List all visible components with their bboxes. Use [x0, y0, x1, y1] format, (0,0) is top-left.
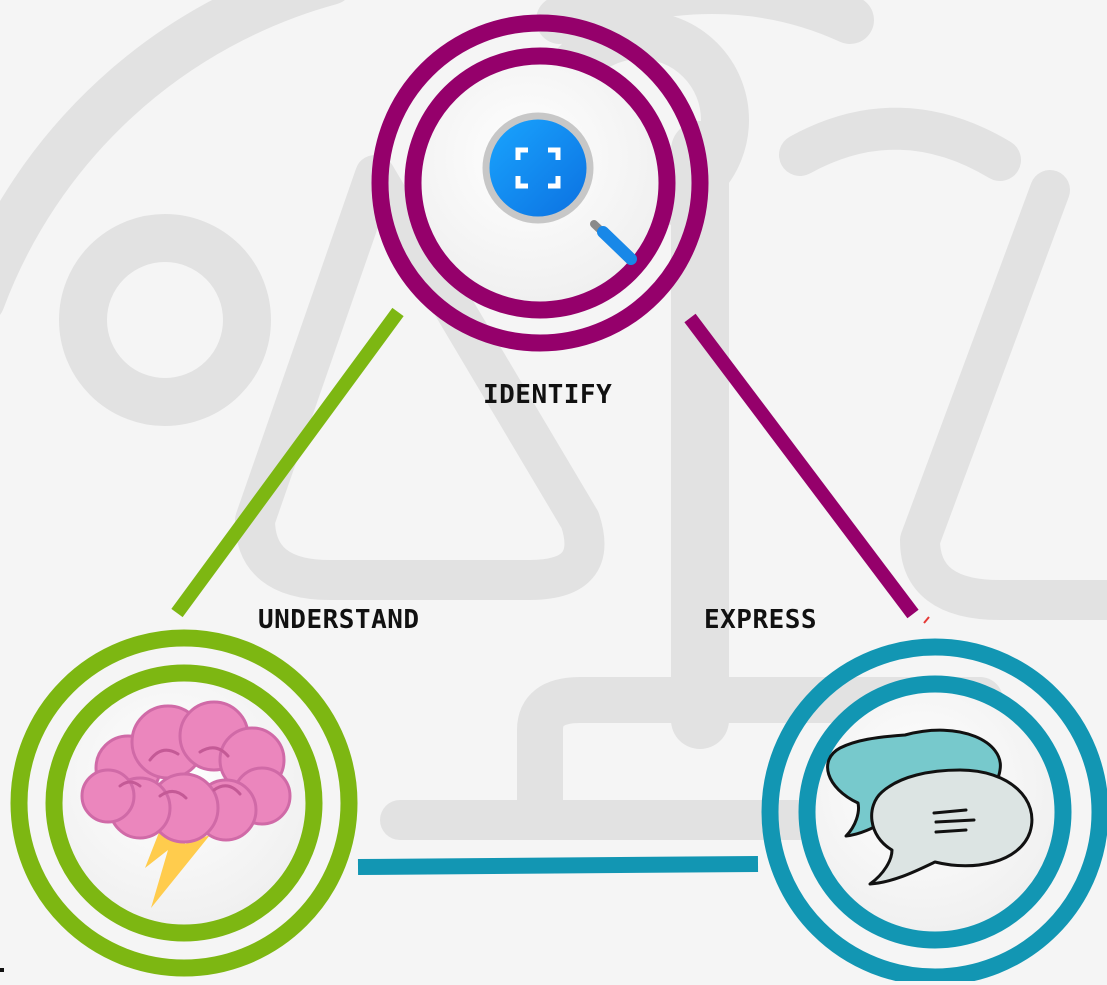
- corner-mark: [0, 968, 4, 972]
- express-node: [761, 638, 1107, 985]
- speech-bubbles-icon: [826, 728, 1034, 886]
- identify-node: [371, 14, 709, 352]
- understand-node: [10, 629, 358, 977]
- connector-identify-express: [684, 313, 919, 619]
- brain-lightning-icon: [80, 700, 292, 908]
- identify-label: IDENTIFY: [483, 380, 613, 410]
- connector-accent-mark: [923, 616, 930, 624]
- connector-understand-express: [357, 856, 759, 875]
- connector-identify-understand: [171, 307, 404, 618]
- understand-label: UNDERSTAND: [258, 605, 420, 635]
- magnifier-scan-icon: [482, 112, 637, 265]
- express-label: EXPRESS: [704, 605, 818, 635]
- balance-scale-icon: [0, 0, 1107, 840]
